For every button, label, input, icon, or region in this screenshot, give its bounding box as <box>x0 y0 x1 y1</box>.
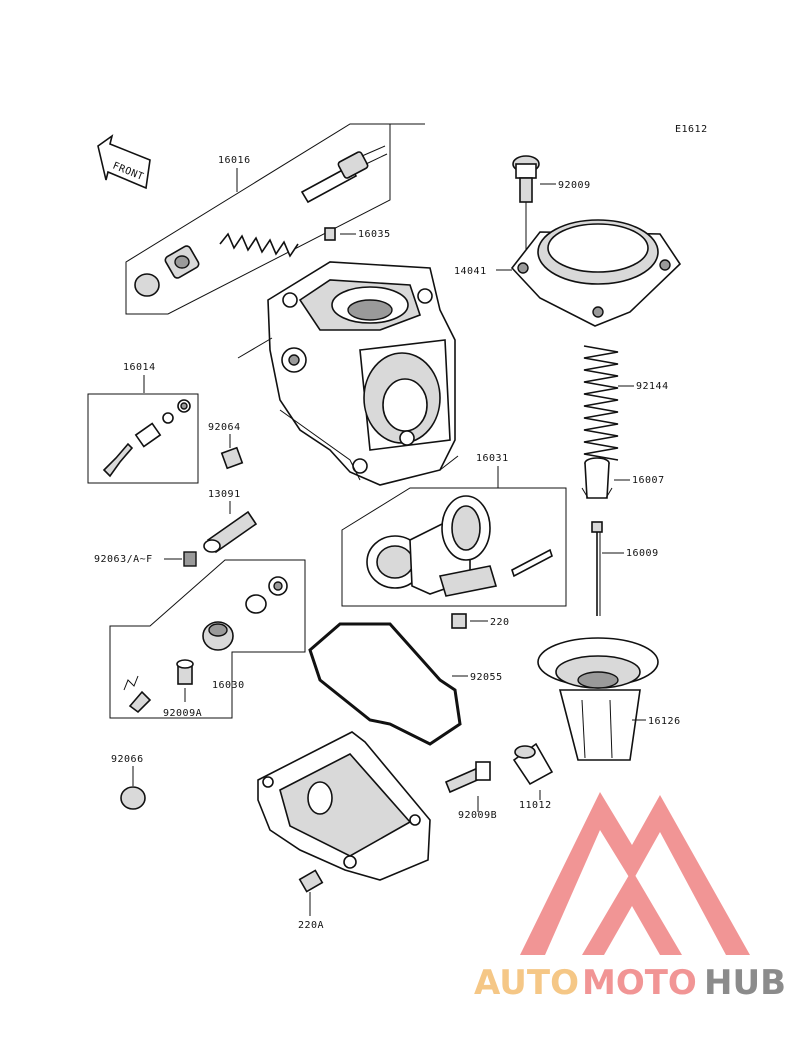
front-arrow-icon: FRONT <box>97 134 151 190</box>
label-92063: 92063/A~F <box>94 554 153 565</box>
pilot-screw-part <box>164 245 200 279</box>
label-16126: 16126 <box>648 716 681 727</box>
cap-part <box>134 273 160 297</box>
logo-mark-icon <box>520 792 750 955</box>
part-group-16031: 16031 <box>341 453 567 607</box>
label-14041: 14041 <box>454 266 487 277</box>
label-92066: 92066 <box>111 754 144 765</box>
label-16016: 16016 <box>218 155 251 166</box>
label-220: 220 <box>490 617 510 628</box>
label-16007: 16007 <box>632 475 665 486</box>
label-16035: 16035 <box>358 229 391 240</box>
label-11012: 11012 <box>519 800 552 811</box>
part-group-16016: 16016 <box>125 123 425 315</box>
part-92055: 92055 <box>308 622 503 746</box>
part-92064: 92064 <box>208 422 244 470</box>
label-92064: 92064 <box>208 422 241 433</box>
part-92009B: 92009B <box>444 761 497 821</box>
part-92063: 92063/A~F <box>94 551 197 567</box>
label-16014: 16014 <box>123 362 156 373</box>
part-11012: 11012 <box>512 742 554 811</box>
watermark-hub: HUB <box>704 963 786 1003</box>
carburetor-body <box>237 261 459 486</box>
diagram-code: E1612 <box>675 124 708 135</box>
label-92144: 92144 <box>636 381 669 392</box>
label-92009B: 92009B <box>458 810 497 821</box>
part-220: 220 <box>451 613 510 629</box>
automotohub-watermark: AUTO MOTO HUB <box>474 792 786 1003</box>
label-92009: 92009 <box>558 180 591 191</box>
part-16126: 16126 <box>537 637 681 761</box>
part-16007: 16007 <box>581 457 665 499</box>
label-16009: 16009 <box>626 548 659 559</box>
part-92009A: 92009A <box>163 688 202 719</box>
part-group-16030: 16030 <box>109 559 306 719</box>
label-220A: 220A <box>298 920 324 931</box>
label-92055: 92055 <box>470 672 503 683</box>
label-13091: 13091 <box>208 489 241 500</box>
spring-16016 <box>219 232 299 258</box>
part-16009: 16009 <box>591 521 659 616</box>
part-92066: 92066 <box>111 754 146 810</box>
part-14041: 14041 <box>454 219 682 327</box>
label-16031: 16031 <box>476 453 509 464</box>
label-92009A: 92009A <box>163 708 202 719</box>
part-92009: 92009 <box>512 155 591 262</box>
watermark-auto: AUTO <box>474 963 579 1003</box>
plunger-part <box>300 145 388 204</box>
part-92144: 92144 <box>583 345 669 461</box>
float-bowl <box>257 731 431 881</box>
watermark-moto: MOTO <box>582 963 697 1003</box>
part-group-16014: 16014 <box>87 362 199 484</box>
part-16035: 16035 <box>324 227 391 241</box>
label-16030: 16030 <box>212 680 245 691</box>
part-220A: 220A <box>298 869 324 931</box>
part-13091: 13091 <box>203 489 258 554</box>
